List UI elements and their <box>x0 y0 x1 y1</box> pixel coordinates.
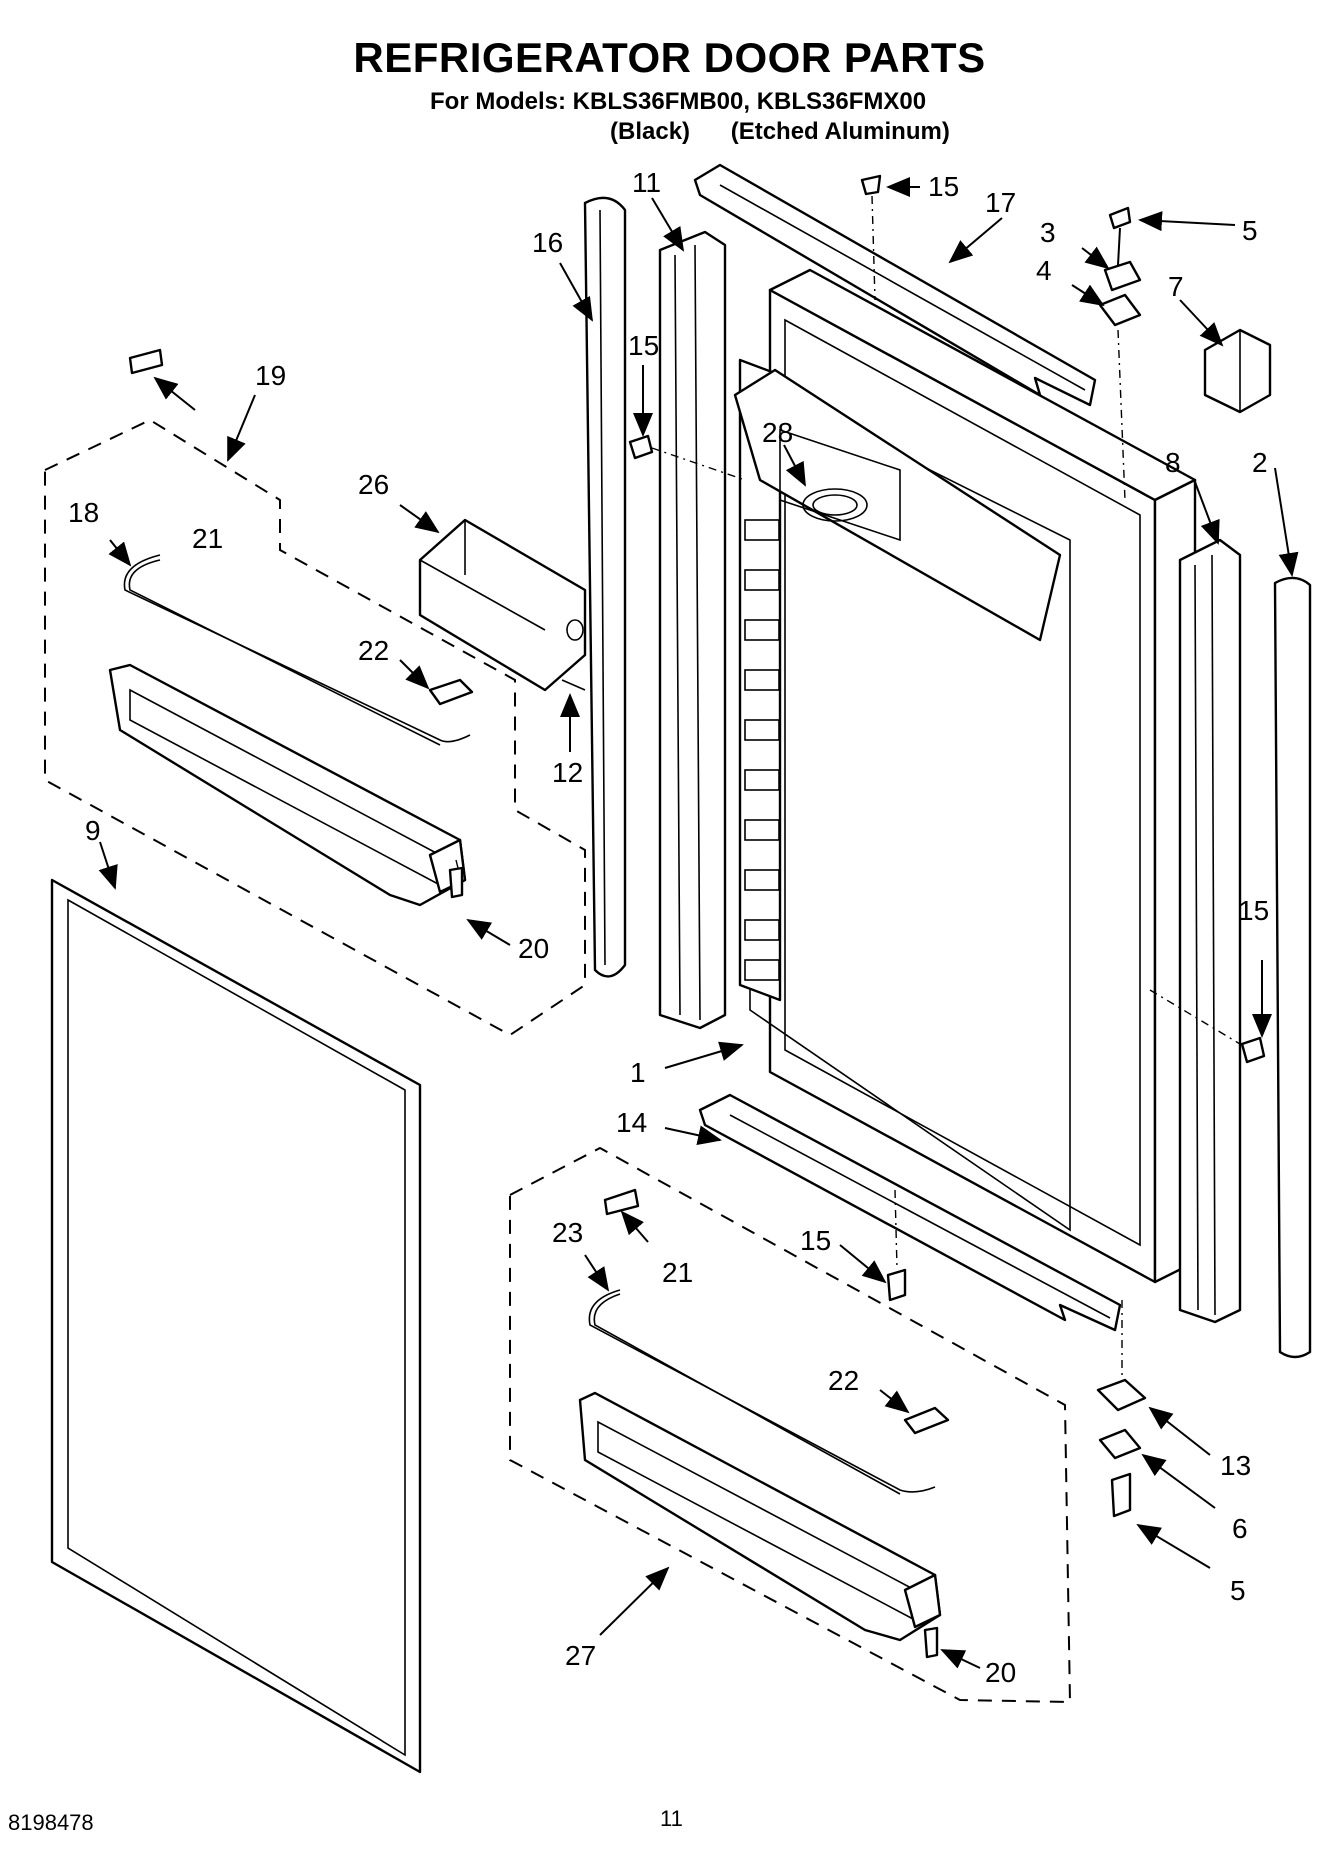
callout-15-left: 15 <box>628 330 659 361</box>
callout-6: 6 <box>1232 1513 1248 1544</box>
hinge-cover-7 <box>1203 328 1272 414</box>
gasket-2 <box>1273 576 1312 1359</box>
leader-lines <box>98 177 1299 1669</box>
model-variants: (Black) (Etched Aluminum) <box>610 118 984 146</box>
bottom-trim-14 <box>698 1093 1122 1332</box>
callout-2: 2 <box>1252 447 1268 478</box>
callout-21-lower: 21 <box>662 1257 693 1288</box>
callout-20-lower: 20 <box>985 1657 1016 1688</box>
hinge-bottom-parts <box>1096 1300 1147 1518</box>
screws-15 <box>628 174 1266 1302</box>
lower-bin-assembly <box>509 1146 1072 1704</box>
callout-labels: 11 16 17 15 5 3 4 7 15 28 26 19 21 18 22… <box>68 167 1269 1688</box>
document-number: 8198478 <box>8 1810 94 1835</box>
callout-15-bottom: 15 <box>800 1225 831 1256</box>
gasket-16 <box>583 196 627 978</box>
callout-17: 17 <box>985 187 1016 218</box>
model-numbers: For Models: KBLS36FMB00, KBLS36FMX00 <box>430 88 927 115</box>
hinge-top-parts <box>1098 206 1142 501</box>
callout-5-bottom: 5 <box>1230 1575 1246 1606</box>
callout-4: 4 <box>1036 255 1052 286</box>
callout-12: 12 <box>552 757 583 788</box>
callout-21-upper: 21 <box>192 523 223 554</box>
door-panel-part <box>50 878 422 1774</box>
page-number: 11 <box>660 1806 683 1831</box>
door-liner-part <box>733 268 1197 1284</box>
top-trim-17 <box>693 163 1097 407</box>
callout-18: 18 <box>68 497 99 528</box>
callout-22-upper: 22 <box>358 635 389 666</box>
callout-1: 1 <box>630 1057 646 1088</box>
callout-27: 27 <box>565 1640 596 1671</box>
page-title: REFRIGERATOR DOOR PARTS <box>353 34 986 81</box>
callout-20-upper: 20 <box>518 933 549 964</box>
trim-11 <box>658 230 727 1030</box>
callout-14: 14 <box>616 1107 647 1138</box>
liner-rails <box>744 519 780 981</box>
variant-etched-aluminum: (Etched Aluminum) <box>730 118 950 145</box>
callout-13: 13 <box>1220 1450 1251 1481</box>
callout-26: 26 <box>358 469 389 500</box>
callout-28: 28 <box>762 417 793 448</box>
callout-9: 9 <box>85 815 101 846</box>
cover-26 <box>418 518 587 692</box>
callout-11: 11 <box>632 167 661 198</box>
callout-15-right: 15 <box>1238 895 1269 926</box>
callout-3: 3 <box>1040 217 1056 248</box>
variant-black: (Black) <box>610 118 691 145</box>
callout-7: 7 <box>1168 271 1184 302</box>
callout-5-top: 5 <box>1242 215 1258 246</box>
trim-8 <box>1178 538 1242 1324</box>
callout-22-lower: 22 <box>828 1365 859 1396</box>
callout-8: 8 <box>1165 447 1181 478</box>
callout-19: 19 <box>255 360 286 391</box>
upper-bin-assembly-19 <box>44 348 586 1037</box>
callout-23: 23 <box>552 1217 583 1248</box>
callout-15-top: 15 <box>928 171 959 202</box>
callout-16: 16 <box>532 227 563 258</box>
